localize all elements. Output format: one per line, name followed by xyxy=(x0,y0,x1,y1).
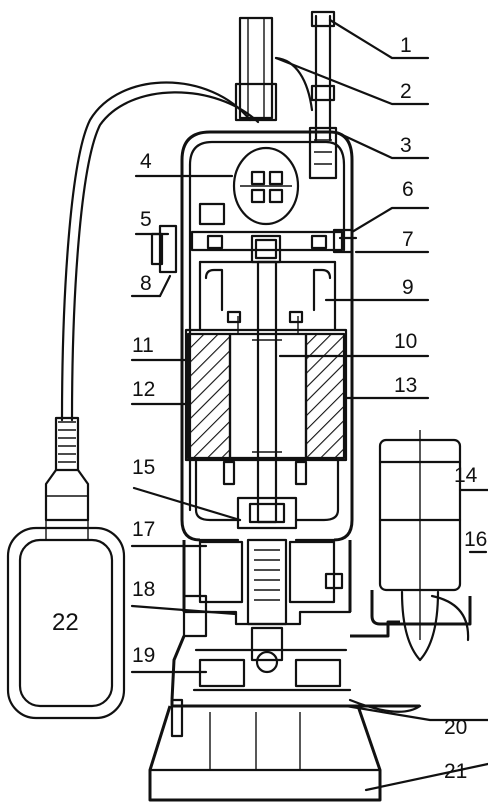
label-13: 13 xyxy=(394,374,417,397)
label-14: 14 xyxy=(454,464,478,487)
label-7: 7 xyxy=(402,228,414,251)
label-17: 17 xyxy=(132,518,155,541)
lower-bearing xyxy=(194,458,340,542)
label-20: 20 xyxy=(444,716,467,739)
float-switch-cable xyxy=(44,81,260,522)
label-9: 9 xyxy=(402,276,414,299)
terminal-block xyxy=(232,146,300,226)
label-10: 10 xyxy=(394,330,417,353)
motor-shaft xyxy=(252,260,282,524)
label-4: 4 xyxy=(140,150,152,173)
pump-casing xyxy=(170,620,420,708)
label-8: 8 xyxy=(140,272,152,295)
label-18: 18 xyxy=(132,578,155,601)
cable-entry-handle xyxy=(234,10,338,180)
label-15: 15 xyxy=(132,456,155,479)
label-6: 6 xyxy=(402,178,414,201)
label-1: 1 xyxy=(400,34,412,57)
label-2: 2 xyxy=(400,80,412,103)
side-fittings xyxy=(150,202,358,298)
leader-lines xyxy=(130,18,488,792)
stator-rotor xyxy=(184,310,348,462)
label-5: 5 xyxy=(140,208,152,231)
label-11: 11 xyxy=(132,334,154,357)
label-12: 12 xyxy=(132,378,155,401)
label-21: 21 xyxy=(444,760,467,783)
float-switch-body xyxy=(6,520,126,720)
base-stand xyxy=(148,698,382,802)
discharge-outlet xyxy=(348,430,472,713)
motor-housing xyxy=(180,130,354,542)
upper-bearing-frame xyxy=(190,230,344,332)
label-19: 19 xyxy=(132,644,155,667)
label-3: 3 xyxy=(400,134,412,157)
label-16: 16 xyxy=(464,528,487,551)
part-labels: 1 2 3 4 5 6 7 8 9 10 11 12 13 14 15 16 1… xyxy=(52,34,487,783)
label-22: 22 xyxy=(52,609,79,636)
seal-chamber xyxy=(182,538,352,638)
